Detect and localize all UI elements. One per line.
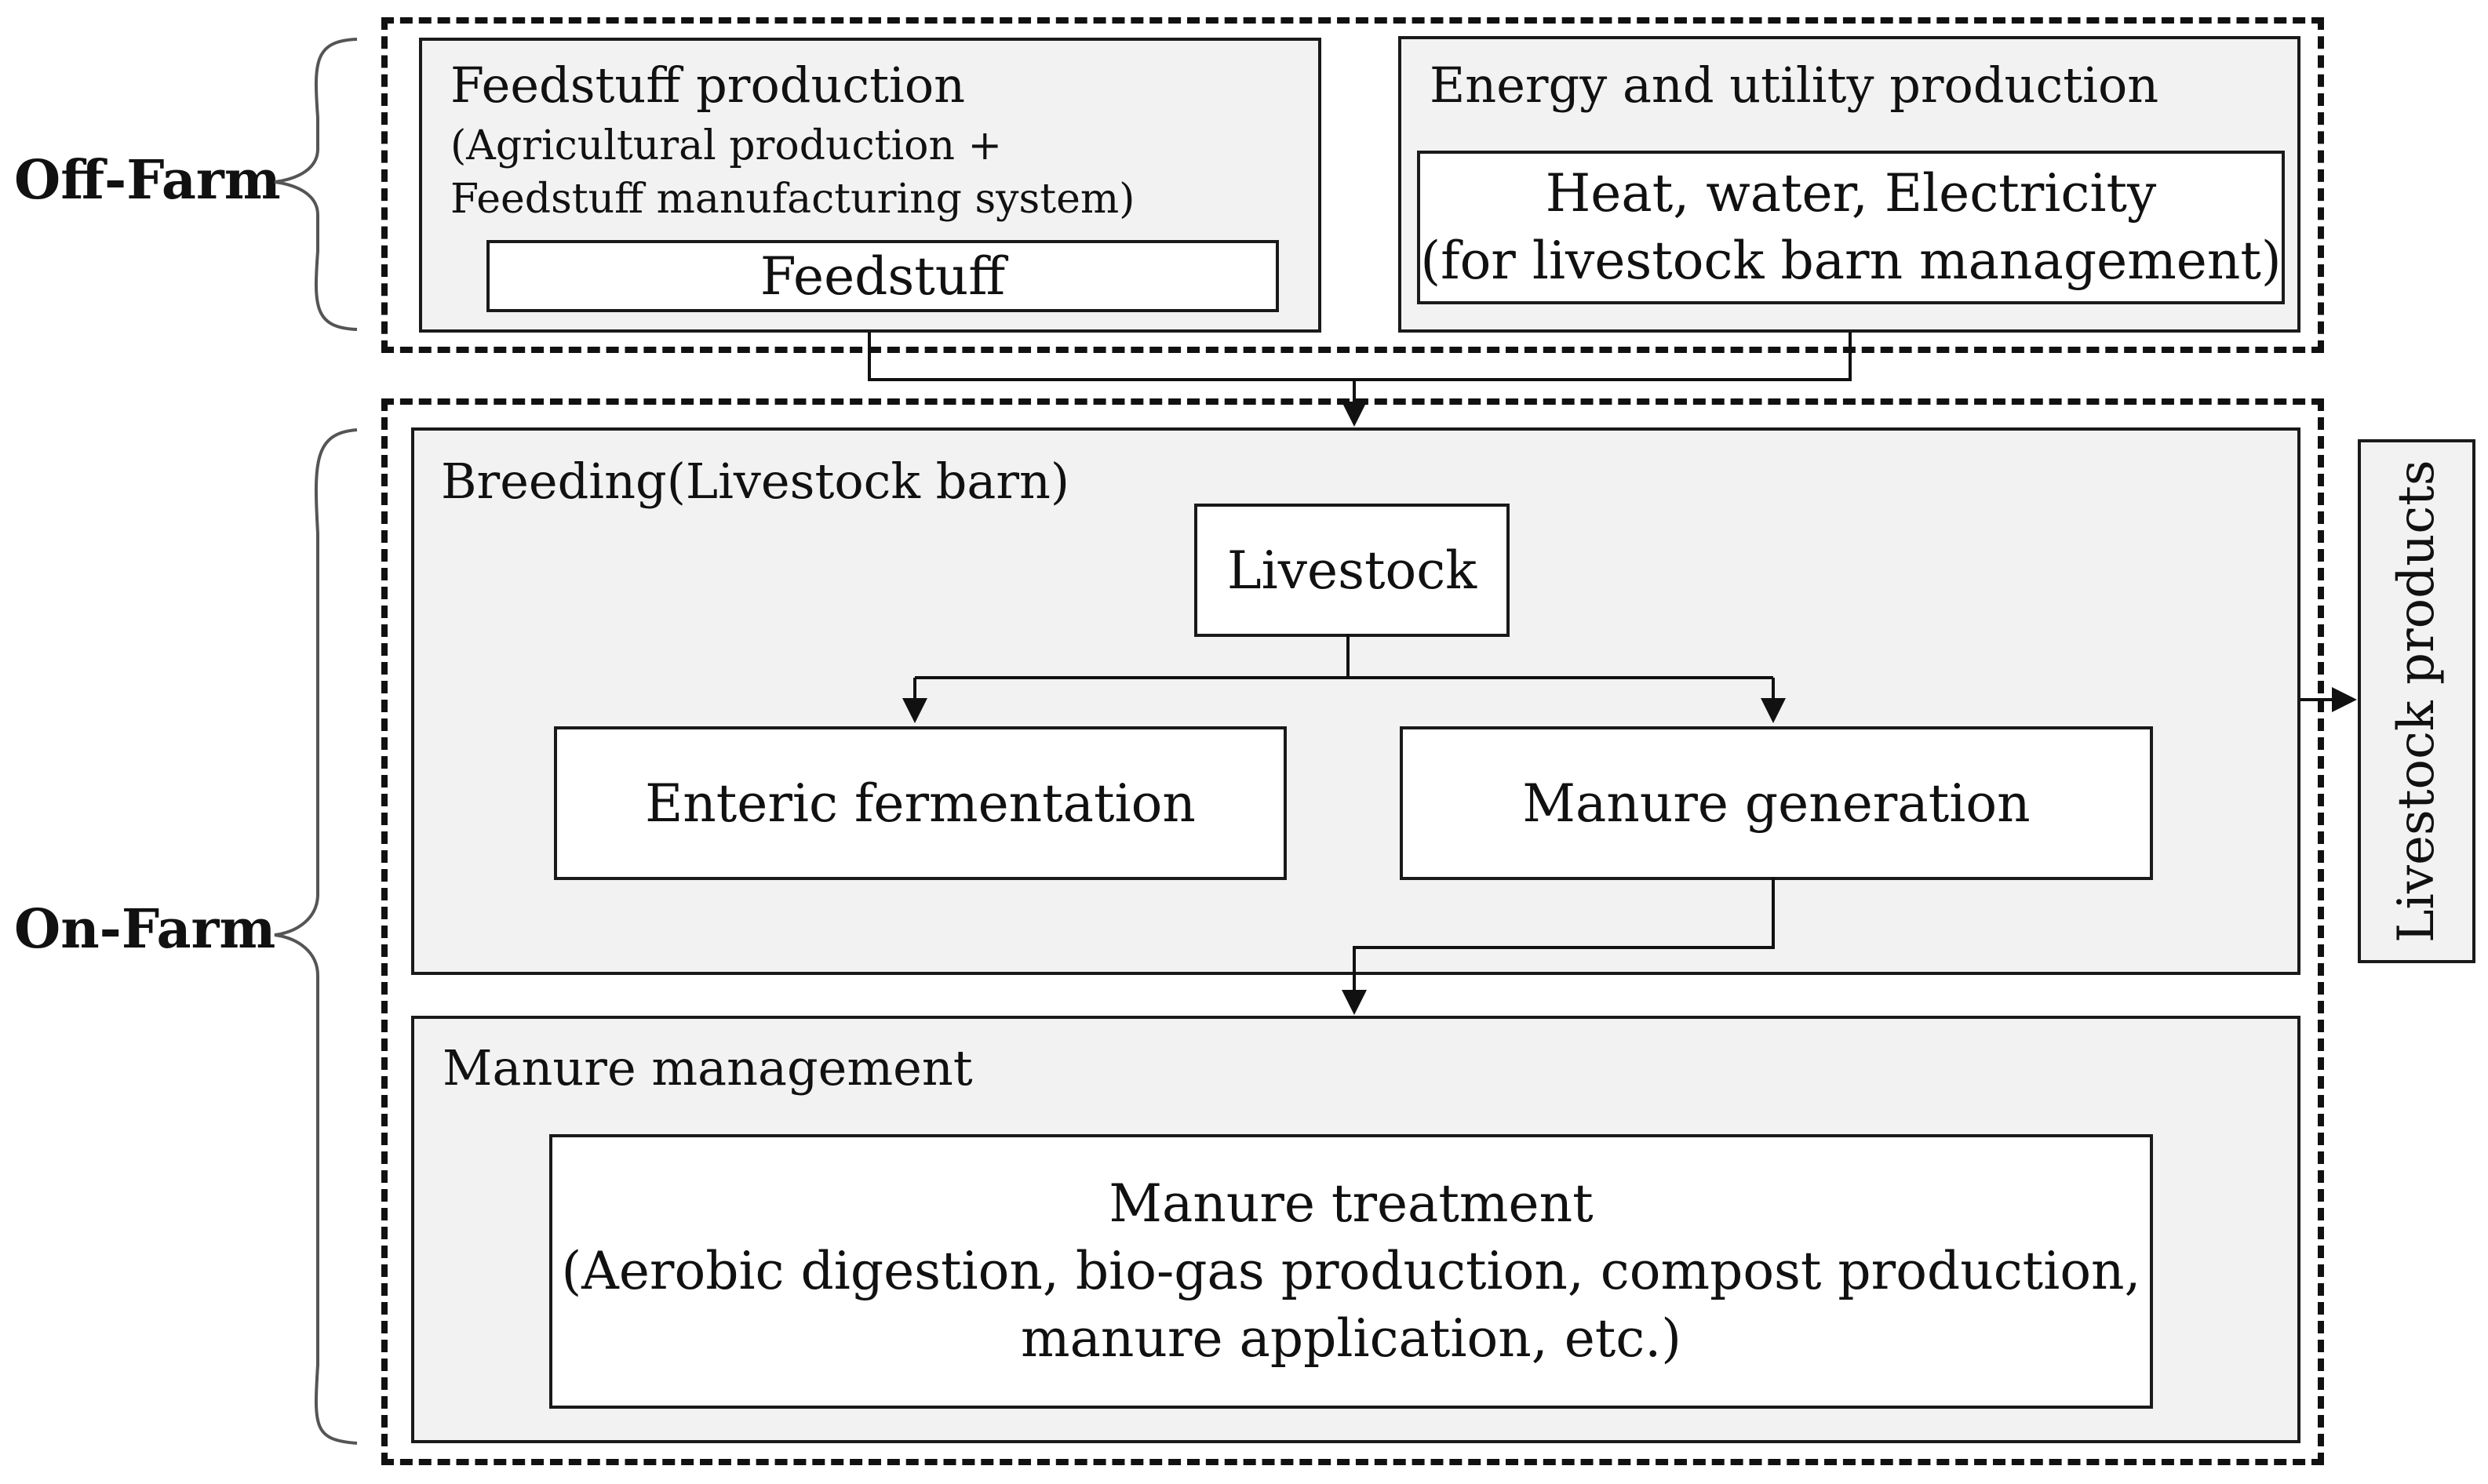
feedstuff-connector (868, 333, 1852, 381)
livestock-products-box: Livestock products (2358, 439, 2475, 963)
energy-production-panel: Energy and utility production Heat, wate… (1398, 36, 2300, 333)
feedstuff-production-panel: Feedstuff production (Agricultural produ… (419, 38, 1321, 333)
feedstuff-label: Feedstuff (760, 246, 1006, 307)
feedstuff-production-subtitle-2: Feedstuff manufacturing system) (450, 176, 1135, 223)
manure-management-title: Manure management (443, 1039, 973, 1097)
energy-production-title: Energy and utility production (1430, 56, 2159, 114)
feedstuff-production-subtitle-1: (Agricultural production + (450, 122, 1003, 169)
enteric-fermentation-box: Enteric fermentation (554, 726, 1287, 880)
enteric-fermentation-label: Enteric fermentation (645, 773, 1196, 834)
manure-treatment-box: Manure treatment (Aerobic digestion, bio… (549, 1134, 2153, 1409)
utilities-box: Heat, water, Electricity (for livestock … (1417, 151, 2285, 304)
breeding-title: Breeding(Livestock barn) (441, 453, 1070, 510)
on-farm-label: On-Farm (14, 898, 276, 961)
utilities-line-2: (for livestock barn management) (1420, 231, 2282, 291)
feedstuff-box: Feedstuff (486, 240, 1279, 312)
breeding-panel: Breeding(Livestock barn) Livestock Enter… (411, 427, 2300, 975)
off-farm-brace (274, 38, 358, 331)
livestock-box: Livestock (1194, 504, 1510, 637)
manure-generation-box: Manure generation (1400, 726, 2153, 880)
manure-treatment-line-2: (Aerobic digestion, bio-gas production, … (561, 1241, 2141, 1301)
livestock-label: Livestock (1226, 540, 1477, 601)
utilities-line-1: Heat, water, Electricity (1545, 163, 2157, 224)
off-farm-label: Off-Farm (14, 149, 281, 212)
manure-to-management-connector (1342, 877, 1775, 1015)
on-farm-brace (274, 428, 358, 1445)
manure-treatment-line-1: Manure treatment (1109, 1173, 1594, 1234)
off-farm-frame (381, 17, 2324, 353)
manure-generation-label: Manure generation (1522, 773, 2031, 834)
feedstuff-production-title: Feedstuff production (450, 56, 966, 114)
manure-treatment-line-3: manure application, etc.) (1020, 1308, 1681, 1369)
manure-management-panel: Manure management Manure treatment (Aero… (411, 1016, 2300, 1443)
